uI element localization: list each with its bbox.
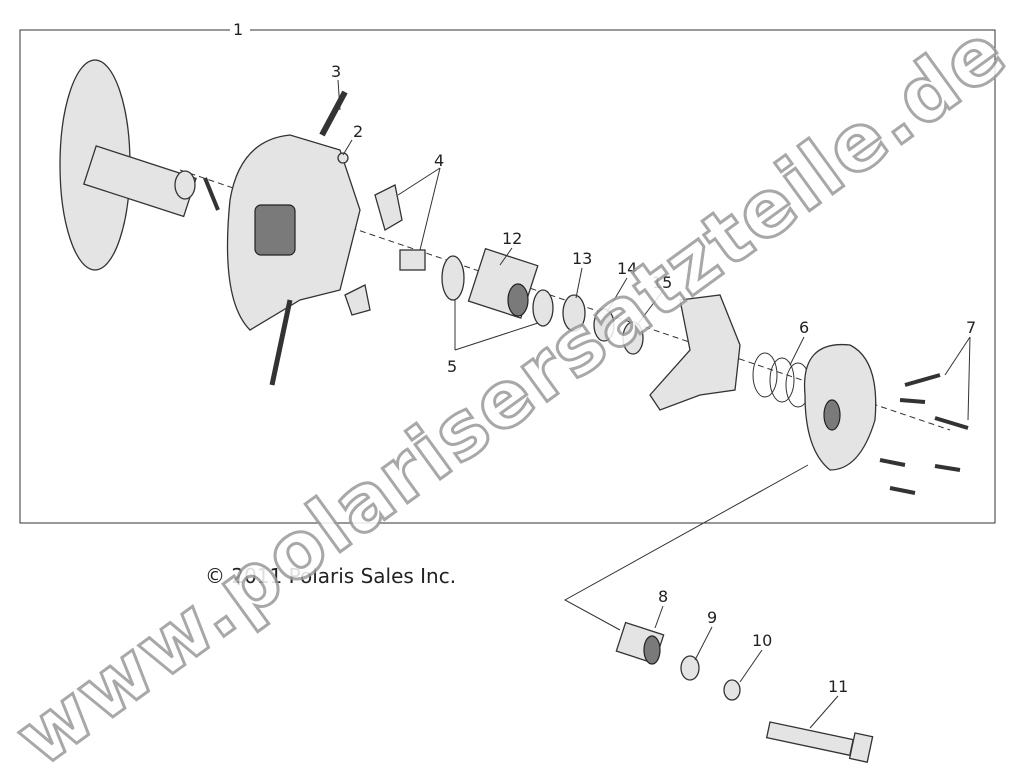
assembly-frame — [19, 29, 996, 524]
bushing-8 — [615, 621, 665, 665]
pin-3 — [319, 90, 348, 137]
callout-10: 10 — [752, 631, 772, 650]
callout-5: 5 — [447, 357, 457, 376]
stationary-sheave — [59, 59, 197, 271]
bolt-11 — [765, 721, 874, 763]
washer-13 — [562, 294, 586, 332]
spider — [649, 294, 741, 411]
weight-lower — [344, 284, 371, 316]
nut-2 — [337, 152, 349, 164]
washer-9 — [680, 655, 700, 681]
callout-14: 14 — [617, 259, 637, 278]
pin-lower — [269, 299, 293, 386]
callout-4: 4 — [434, 151, 444, 170]
cover-hub — [823, 399, 841, 431]
ring-5b — [532, 289, 554, 327]
callout-6: 6 — [799, 318, 809, 337]
bolts-7 — [879, 373, 969, 495]
bearing-12 — [467, 247, 539, 319]
callout-3: 3 — [331, 62, 341, 81]
callout-1: 1 — [233, 20, 243, 39]
callout-2: 2 — [353, 122, 363, 141]
callout-12: 12 — [502, 229, 522, 248]
callout-15: 15 — [652, 273, 672, 292]
callout-leaders — [337, 79, 971, 729]
washer-14 — [593, 308, 615, 342]
washer-15 — [622, 321, 644, 355]
weight-upper — [374, 184, 403, 231]
detail-leader — [563, 464, 809, 631]
pin-left — [203, 177, 220, 211]
cover-plate — [803, 343, 877, 471]
copyright-text: © 2011 Polaris Sales Inc. — [205, 564, 456, 588]
ring-5a — [441, 255, 465, 301]
moveable-sheave — [226, 134, 361, 331]
callout-13: 13 — [572, 249, 592, 268]
washer-10 — [723, 679, 741, 701]
callout-11: 11 — [828, 677, 848, 696]
callout-7: 7 — [966, 318, 976, 337]
bushing-4 — [399, 249, 426, 271]
callout-8: 8 — [658, 587, 668, 606]
callout-9: 9 — [707, 608, 717, 627]
